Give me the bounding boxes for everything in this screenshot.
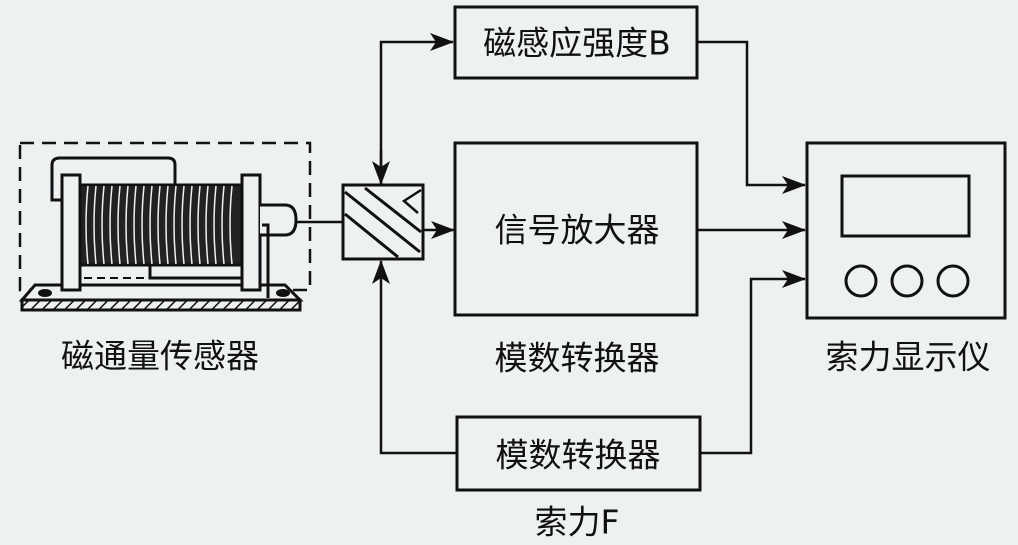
- display-label: 索力显示仪: [825, 337, 991, 377]
- adc-lower-label: 模数转换器: [495, 435, 661, 475]
- sensor-left-flange: [60, 173, 82, 292]
- force-label: 索力F: [534, 502, 620, 542]
- display-instrument-icon: [805, 141, 1007, 320]
- amplifier-label: 信号放大器: [494, 210, 660, 250]
- multiplexer-switch-icon: [341, 183, 425, 261]
- edge-switch-to-b: [379, 33, 454, 185]
- edge-b-to-display: [697, 40, 806, 194]
- edge-adc-to-display: [700, 270, 806, 455]
- coil-windings: [85, 185, 233, 265]
- sensor-coil: [78, 183, 244, 267]
- display-knob: [844, 264, 878, 298]
- b-field-label: 磁感应强度B: [483, 23, 671, 63]
- display-screen: [840, 174, 971, 238]
- display-knob: [890, 264, 924, 298]
- sensor-base-hatch: [20, 298, 302, 312]
- sensor-right-flange: [240, 173, 262, 292]
- edge-adc-to-switch: [372, 260, 457, 455]
- adc-upper-label: 模数转换器: [494, 338, 660, 378]
- sensor-label: 磁通量传感器: [61, 336, 259, 376]
- display-knob: [936, 264, 970, 298]
- flux-sensor-icon: [18, 141, 312, 312]
